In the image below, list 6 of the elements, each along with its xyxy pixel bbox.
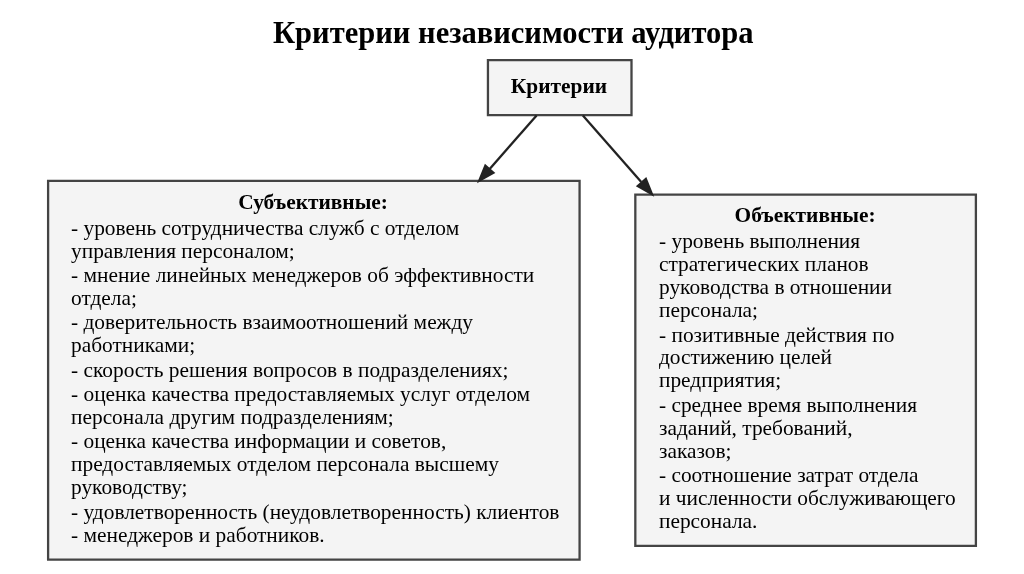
arrow xyxy=(582,114,655,197)
node-box: Субъективные: - уровень сотрудничества служб с отделом управления персоналом; - мнение линейных менеджеров об эффективности отдела; - доверительность взаимоотношений между работниками; - скорость решения вопросов в подразделениях; - оценка качества предоставляемых услуг отделом персонала другим подразделениям; - оценка качества информации и советов, предоставляемых отделом персонала высшему руководству; - удовлетворенность (неудовлетворенность) клиентов - менеджеров и работников. xyxy=(46,179,581,561)
diagram-title: Критерии независимости аудитора xyxy=(272,16,754,51)
node-box: Объективные: - уровень выполнения стратегических планов руководства в отношении персонала; - позитивные действия по достижению целей предприятия; - среднее время выполнения заданий, требований, заказов; - соотношение затрат отдела и численности обслуживающего персонала. xyxy=(634,193,978,547)
node-box: Критерии xyxy=(486,59,633,117)
arrow xyxy=(477,114,538,184)
